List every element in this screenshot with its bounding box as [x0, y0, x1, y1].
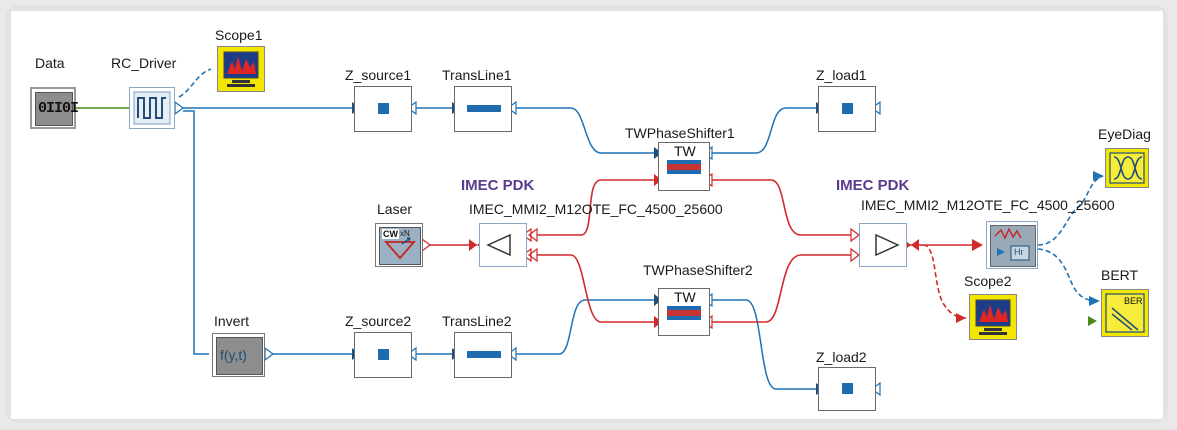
label-bert: BERT: [1101, 267, 1139, 283]
photodetector-icon: Hr: [990, 225, 1036, 267]
scope1-block[interactable]: [217, 46, 265, 92]
wire-mmi-tw1: [531, 179, 654, 236]
data-source-block[interactable]: 0II0I: [30, 87, 79, 129]
wire-tw1-zl1: [706, 107, 816, 154]
label-mmi-left: IMEC_MMI2_M12OTE_FC_4500_25600: [469, 201, 723, 217]
schematic-canvas: Data RC_Driver Scope1 Z_source1 TransLin…: [11, 11, 1163, 419]
label-mmi-right: IMEC_MMI2_M12OTE_FC_4500_25600: [861, 197, 1115, 213]
port-mmi2-b: [850, 247, 860, 263]
square-wave-icon: [133, 91, 171, 125]
wire-rc-scope1: [178, 68, 212, 98]
tw-badge: TW: [674, 143, 696, 159]
wire-tw1-mmi2: [706, 179, 851, 236]
ber-curve-icon: [1105, 293, 1145, 333]
port-laser-out: [421, 237, 431, 253]
z-load2-block[interactable]: [818, 367, 876, 411]
wire-bert: [1037, 248, 1100, 302]
wire-eye: [1037, 175, 1104, 246]
mmi-left-block[interactable]: [479, 223, 527, 267]
wire-tl2-tw2: [508, 299, 654, 355]
bert-input-port-icon: [1088, 316, 1097, 326]
eyediag-block[interactable]: [1105, 148, 1149, 188]
label-scope1: Scope1: [215, 27, 263, 43]
splitter-icon: [486, 233, 511, 257]
port-inv-out: [264, 346, 274, 362]
label-laser: Laser: [377, 201, 413, 217]
port-rc-out: [174, 100, 184, 116]
phase-shifter-icon: [667, 306, 701, 320]
transline1-block[interactable]: [454, 86, 512, 132]
port-mmi2-in: [903, 239, 919, 251]
label-z-source2: Z_source2: [345, 313, 412, 329]
z-source2-block[interactable]: [354, 332, 412, 378]
z-load1-block[interactable]: [818, 86, 876, 132]
tw-badge: TW: [674, 289, 696, 305]
wire-mmi-tw2: [531, 254, 654, 323]
label-pdk-right: IMEC PDK: [836, 177, 910, 194]
rc-driver-block[interactable]: [129, 87, 175, 129]
label-data: Data: [35, 55, 65, 71]
wire-rc-invert: [183, 110, 209, 355]
resistor-icon: [378, 103, 389, 114]
arrow-scope2: [956, 313, 966, 323]
invert-block[interactable]: f(y,t): [212, 333, 265, 377]
wire-mmi2-scope2: [922, 244, 967, 319]
label-z-load1: Z_load1: [816, 67, 867, 83]
resistor-icon: [378, 349, 389, 360]
data-bits-icon: 0II0I: [35, 92, 79, 126]
laser-block[interactable]: CW xN: [375, 223, 423, 267]
eye-diagram-icon: [1109, 152, 1145, 184]
port-symbols-optical-open: [421, 172, 860, 330]
resistor-icon: [842, 383, 853, 394]
laser-diode-icon: [384, 237, 416, 260]
port-mmi2-a: [850, 227, 860, 243]
label-pdk-left: IMEC PDK: [461, 177, 535, 194]
arrow-bert: [1089, 296, 1100, 306]
function-icon: f(y,t): [216, 337, 263, 375]
port-mmi-o1: [522, 227, 538, 243]
label-twps2: TWPhaseShifter2: [643, 262, 753, 278]
wire-tl1-tw1: [508, 107, 654, 154]
laser-icon: CW xN: [379, 227, 421, 265]
label-z-source1: Z_source1: [345, 67, 412, 83]
combiner-icon: [875, 233, 900, 257]
arrow-mmi2-eye: [972, 239, 983, 251]
label-transline1: TransLine1: [442, 67, 512, 83]
port-symbols-open: [174, 100, 881, 397]
transmission-line-icon: [467, 351, 501, 358]
label-eyediag: EyeDiag: [1098, 126, 1151, 142]
scope2-block[interactable]: [969, 294, 1017, 340]
arrow-eye: [1093, 171, 1104, 181]
wire-tw2-mmi2: [706, 254, 851, 323]
resistor-icon: [842, 103, 853, 114]
bert-block[interactable]: BER: [1101, 289, 1149, 337]
twps2-block[interactable]: TW: [658, 288, 710, 336]
label-scope2: Scope2: [964, 273, 1012, 289]
oscilloscope-icon: [975, 299, 1011, 335]
oscilloscope-icon: [223, 51, 259, 87]
label-rc-driver: RC_Driver: [111, 55, 177, 71]
label-transline2: TransLine2: [442, 313, 512, 329]
port-mmi-o2: [522, 247, 538, 263]
wire-tw2-zl2: [706, 299, 816, 390]
label-twps1: TWPhaseShifter1: [625, 125, 735, 141]
phase-shifter-icon: [667, 160, 701, 174]
transline2-block[interactable]: [454, 332, 512, 378]
twps1-block[interactable]: TW: [658, 142, 710, 191]
z-source1-block[interactable]: [354, 86, 412, 132]
label-invert: Invert: [214, 313, 250, 329]
receiver-block[interactable]: Hr: [986, 221, 1038, 269]
mmi-right-block[interactable]: [859, 223, 907, 267]
transmission-line-icon: [467, 105, 501, 112]
label-z-load2: Z_load2: [816, 349, 867, 365]
